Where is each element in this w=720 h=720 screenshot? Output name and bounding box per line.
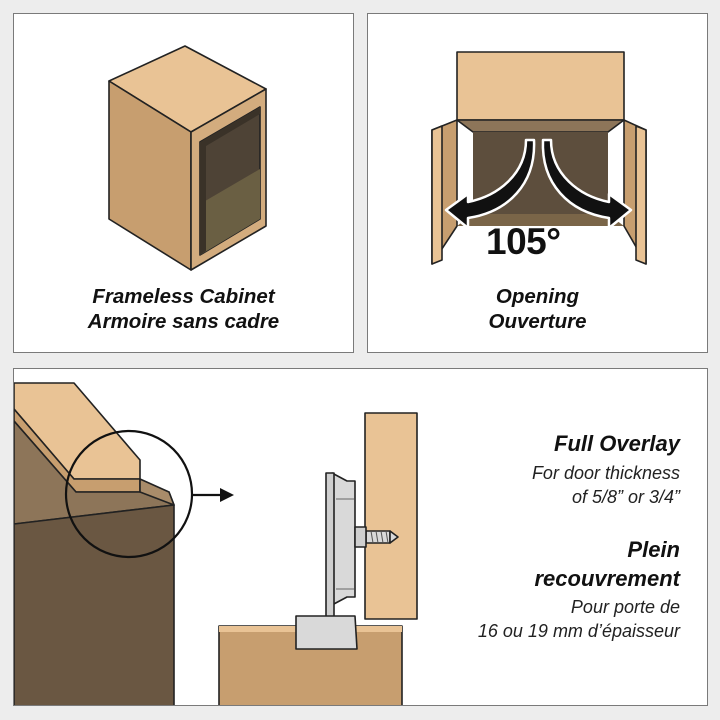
full-overlay-illustration	[14, 382, 418, 705]
opening-angle-label: 105°	[486, 221, 561, 262]
description-en-line2: of 5/8” or 3/4”	[571, 487, 680, 507]
frameless-cabinet-panel: Frameless Cabinet Armoire sans cadre	[13, 13, 354, 353]
frameless-caption-en: Frameless Cabinet	[92, 285, 275, 308]
right-swing-arrow	[541, 138, 633, 230]
left-swing-arrow	[444, 138, 536, 230]
hinge-mounting-plate	[325, 472, 335, 621]
cabinet-top-face	[456, 51, 625, 121]
title-fr-line1: Plein	[627, 537, 680, 562]
description-en-line1: For door thickness	[531, 463, 680, 483]
full-overlay-description: For door thickness of 5/8” or 3/4”	[532, 461, 680, 509]
description-fr-line2: 16 ou 19 mm d’épaisseur	[477, 621, 680, 641]
opening-caption-fr: Ouverture	[488, 310, 587, 333]
hinge-cup	[295, 615, 358, 650]
frameless-caption: Frameless Cabinet Armoire sans cadre	[14, 284, 353, 334]
detail-arrow-head	[220, 488, 234, 502]
door-section	[364, 412, 418, 620]
plein-recouvrement-description: Pour porte de 16 ou 19 mm d’épaisseur	[478, 595, 680, 643]
frameless-cabinet-illustration	[108, 45, 267, 271]
opening-caption: Opening Ouverture	[368, 284, 707, 334]
full-overlay-panel: Full Overlay For door thickness of 5/8” …	[13, 368, 708, 706]
hinge-arm	[331, 472, 356, 606]
cabinet-interior-top	[456, 119, 625, 133]
title-fr-line2: recouvrement	[534, 566, 680, 591]
opening-panel: 105° Opening Ouverture	[367, 13, 708, 353]
opening-illustration	[431, 51, 647, 265]
description-fr-line1: Pour porte de	[570, 597, 680, 617]
plein-recouvrement-title: Plein recouvrement	[534, 535, 680, 593]
full-overlay-title: Full Overlay	[554, 431, 680, 456]
frameless-caption-fr: Armoire sans cadre	[87, 310, 280, 333]
opening-caption-en: Opening	[495, 285, 580, 308]
cabinet-box-front	[14, 504, 175, 705]
